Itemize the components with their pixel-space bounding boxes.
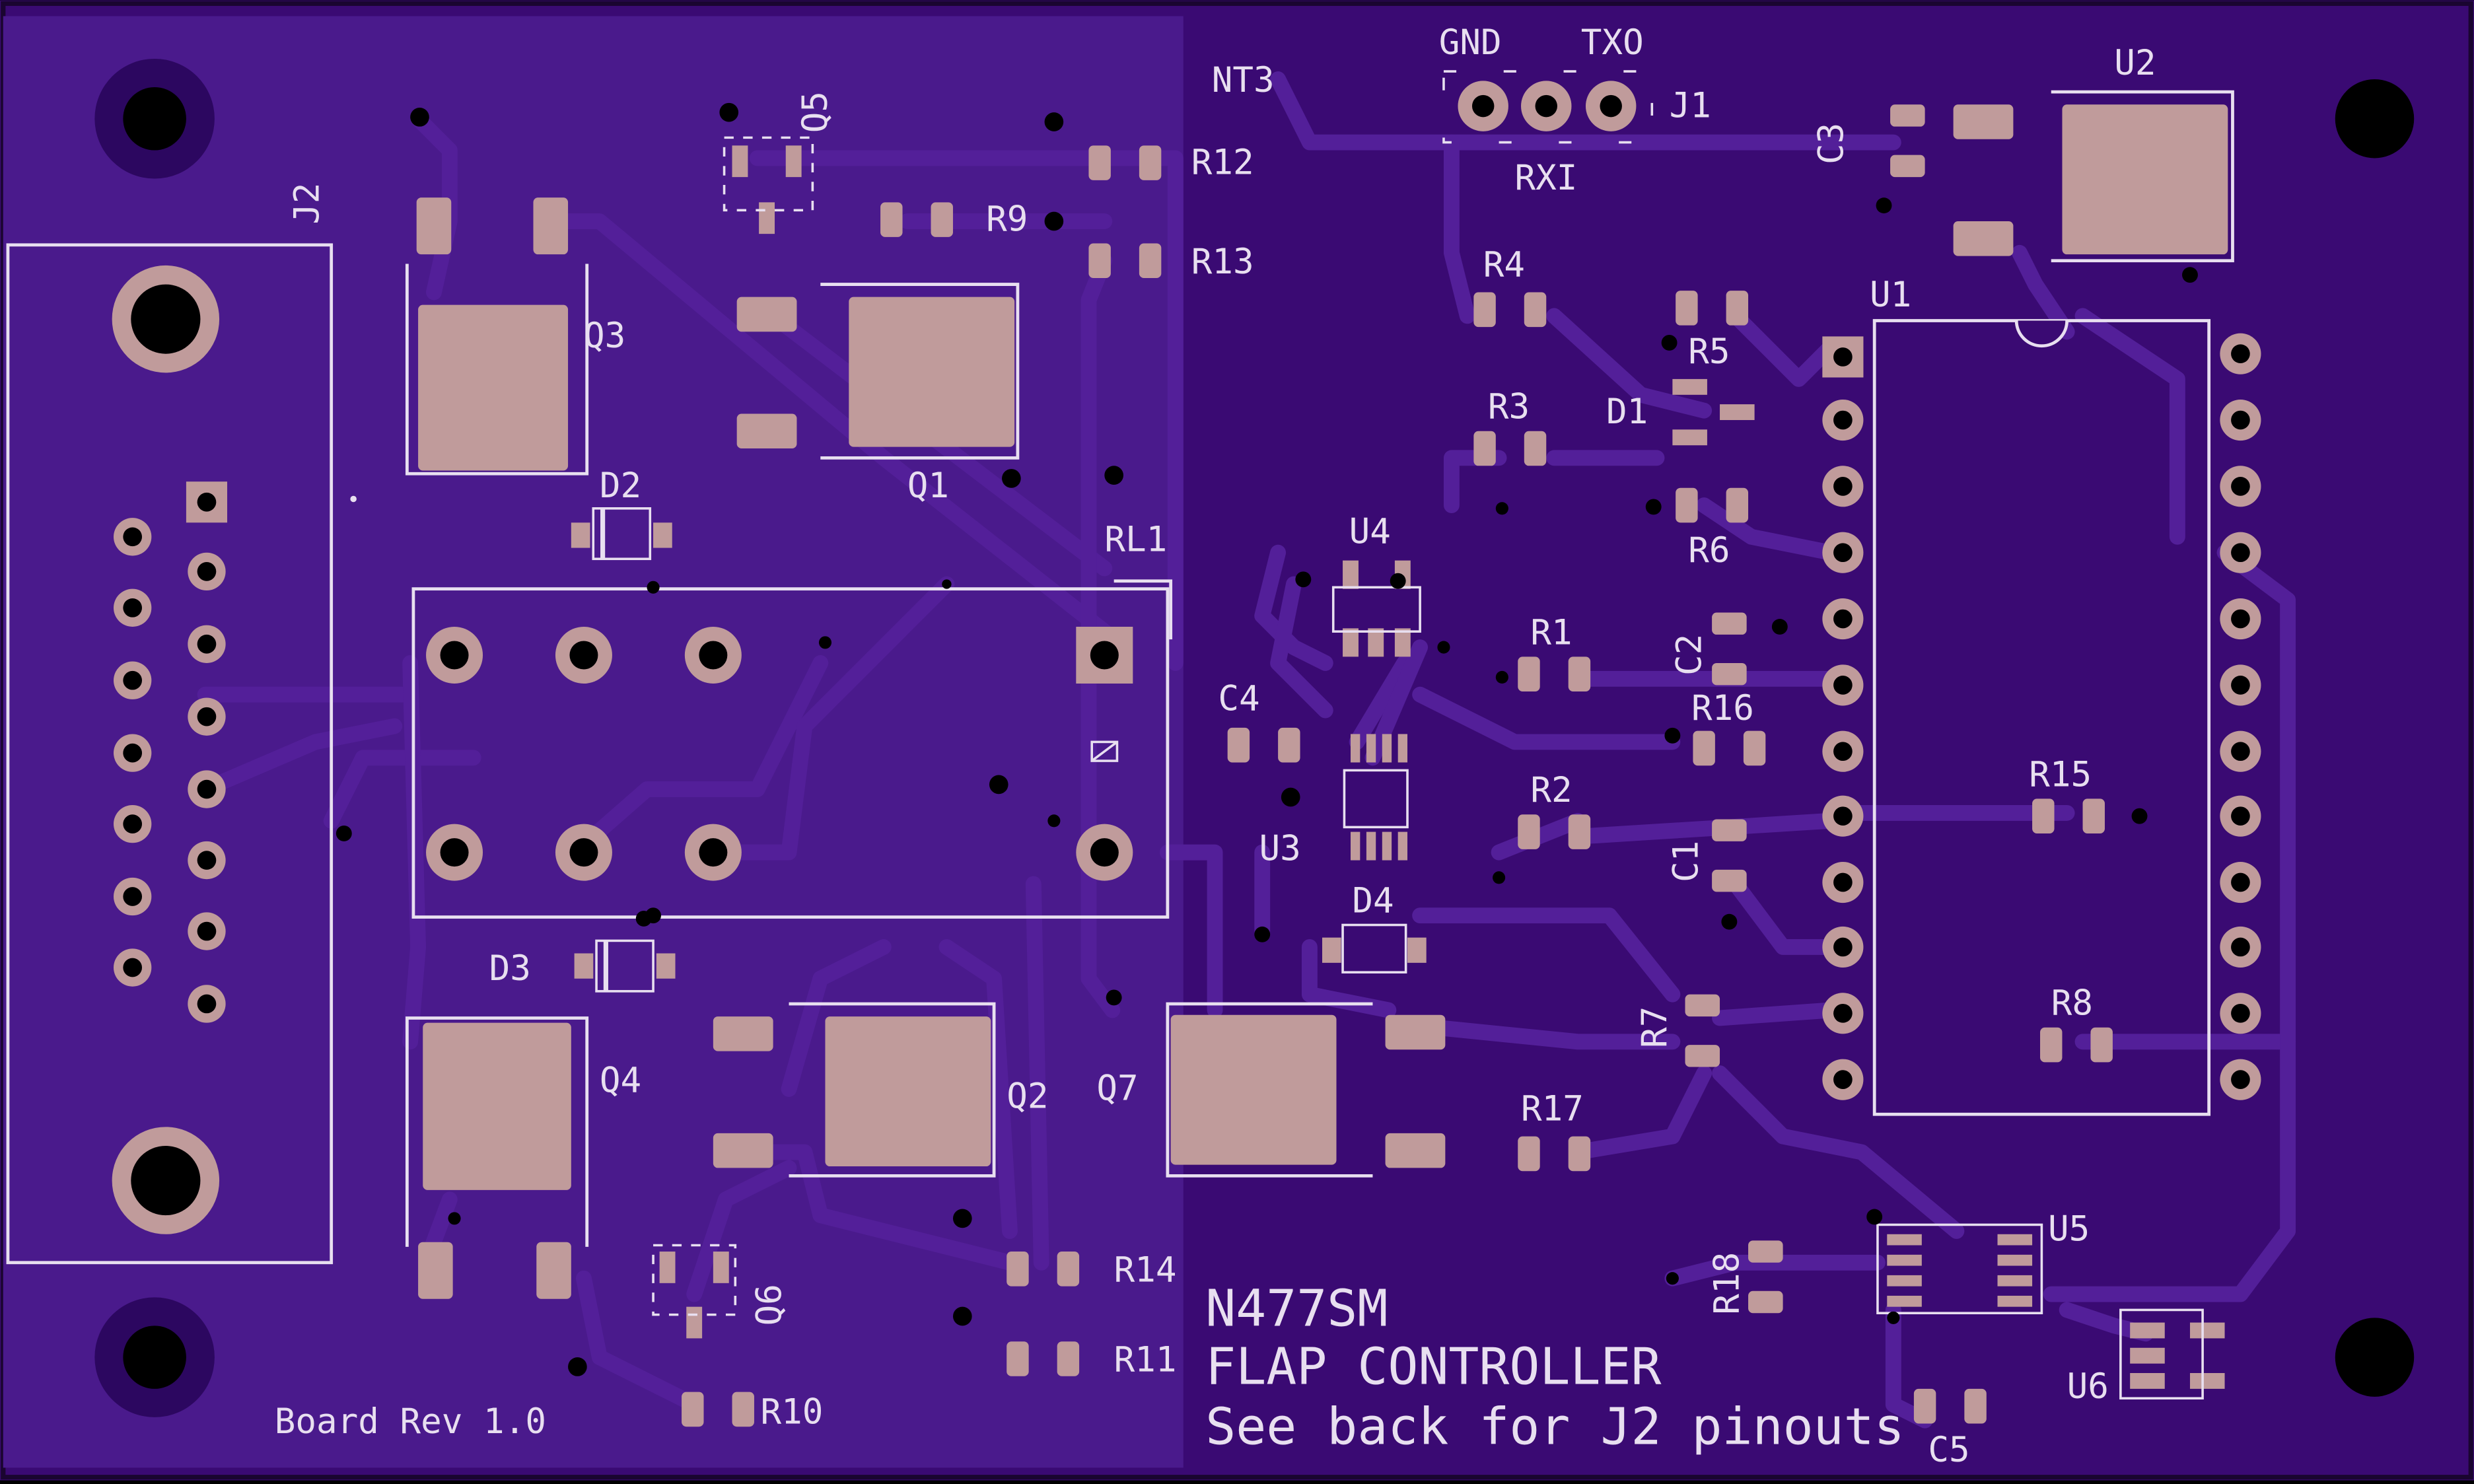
label-r18: R18	[1707, 1252, 1748, 1315]
j1-header	[1458, 81, 1637, 131]
label-j1: J1	[1670, 85, 1711, 125]
label-txo: TXO	[1581, 22, 1644, 63]
label-r16: R16	[1691, 688, 1754, 728]
mounting-holes	[94, 58, 2415, 1417]
label-r12: R12	[1191, 142, 1254, 182]
label-d4: D4	[1352, 880, 1394, 921]
label-u6: U6	[2067, 1366, 2109, 1407]
label-r7: R7	[1635, 1007, 1675, 1048]
transistor-outlines	[405, 90, 2234, 1247]
label-c4: C4	[1218, 679, 1259, 719]
label-d3: D3	[489, 948, 531, 989]
label-r3: R3	[1488, 387, 1530, 427]
label-c5: C5	[1928, 1430, 1969, 1470]
label-q1: Q1	[907, 466, 949, 506]
label-c3: C3	[1811, 123, 1851, 164]
label-q5: Q5	[795, 91, 835, 133]
label-r15: R15	[2029, 754, 2092, 795]
smd-pads	[571, 104, 2225, 1427]
label-nt3: NT3	[1212, 60, 1275, 100]
label-r13: R13	[1191, 242, 1254, 282]
vias	[336, 102, 2198, 1376]
label-u3: U3	[1259, 829, 1300, 869]
label-r5: R5	[1688, 332, 1730, 372]
label-r2: R2	[1530, 770, 1572, 810]
copper-pour-left	[3, 16, 1184, 1468]
label-c2: C2	[1669, 634, 1709, 676]
board-title: FLAP CONTROLLER	[1205, 1338, 1662, 1397]
silkscreen-title: N477SM FLAP CONTROLLER See back for J2 p…	[275, 1279, 1905, 1456]
label-u4: U4	[1349, 511, 1391, 551]
label-r8: R8	[2051, 983, 2093, 1024]
power-transistors	[416, 104, 2228, 1299]
label-u1: U1	[1870, 275, 1911, 315]
label-q6: Q6	[750, 1284, 790, 1325]
label-d1: D1	[1606, 392, 1648, 432]
component-outlines	[592, 70, 2204, 1400]
traces	[197, 71, 2296, 1429]
board-name: N477SM	[1205, 1279, 1388, 1338]
j2-connector	[6, 243, 334, 1265]
label-c1: C1	[1666, 841, 1707, 882]
label-q4: Q4	[600, 1061, 641, 1101]
label-rl1: RL1	[1104, 519, 1167, 559]
label-r9: R9	[986, 199, 1028, 239]
label-u5: U5	[2048, 1209, 2090, 1249]
label-q7: Q7	[1096, 1069, 1138, 1109]
label-q2: Q2	[1007, 1077, 1048, 1117]
label-r6: R6	[1688, 530, 1730, 571]
label-gnd: GND	[1439, 22, 1502, 63]
silkscreen-refdes: NT3 GND TXO RXI J1 U2 U1 R13 R12 R9 Q3 Q…	[287, 22, 2156, 1470]
rl1-relay	[411, 579, 1173, 919]
label-d2: D2	[600, 466, 641, 506]
u1-dip-ic	[1822, 319, 2261, 1116]
label-u2: U2	[2114, 43, 2156, 83]
label-j2: J2	[287, 183, 328, 225]
label-r4: R4	[1483, 245, 1525, 285]
label-r1: R1	[1530, 612, 1572, 653]
label-r14: R14	[1114, 1250, 1177, 1290]
board-revision: Board Rev 1.0	[275, 1401, 546, 1442]
label-rxi: RXI	[1514, 158, 1577, 198]
label-r11: R11	[1114, 1340, 1177, 1380]
label-r10: R10	[761, 1392, 824, 1432]
label-r17: R17	[1521, 1089, 1584, 1129]
board-note: See back for J2 pinouts	[1205, 1398, 1904, 1457]
label-q3: Q3	[584, 316, 625, 356]
